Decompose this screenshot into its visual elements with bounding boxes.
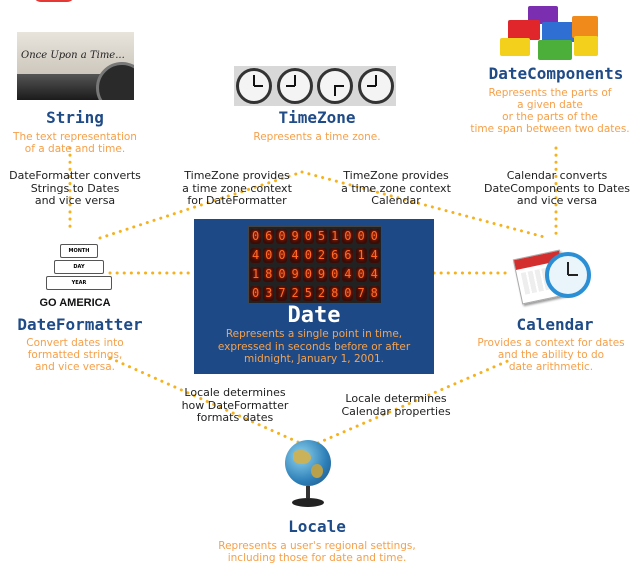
nixie-digit: 4 (368, 267, 380, 282)
tier-day: DAY (54, 260, 104, 274)
nixie-digit: 4 (368, 248, 380, 263)
nixie-digit: 1 (355, 248, 367, 263)
locale-title: Locale (288, 517, 346, 536)
relation-formatter-string: DateFormatter converts Strings to Dates … (9, 169, 141, 207)
nixie-digit: 2 (289, 286, 301, 301)
nixie-digit: 1 (250, 267, 262, 282)
nixie-digit: 5 (302, 286, 314, 301)
datecomponents-title: DateComponents (488, 64, 624, 83)
nixie-digit: 4 (289, 248, 301, 263)
connector-formatter-locale (108, 356, 302, 445)
connector-timezone-calendar (300, 170, 550, 240)
date-description: Represents a single point in time, expre… (217, 328, 411, 365)
nixie-digit: 0 (263, 248, 275, 263)
nixie-digit: 0 (276, 267, 288, 282)
nixie-digit: 9 (289, 267, 301, 282)
nixie-digit: 8 (263, 267, 275, 282)
nixie-digit: 0 (276, 248, 288, 263)
nixie-digit: 0 (368, 229, 380, 244)
nixie-digit: 1 (329, 229, 341, 244)
relation-timezone-formatter: TimeZone provides a time zone context fo… (182, 169, 292, 207)
nixie-digit: 8 (368, 286, 380, 301)
nixie-digit: 7 (276, 286, 288, 301)
timezone-title: TimeZone (278, 108, 356, 127)
nixie-digit: 9 (289, 229, 301, 244)
clock-icon (276, 68, 313, 104)
tier-year: YEAR (46, 276, 112, 290)
relation-calendar-components: Calendar converts DateComponents to Date… (484, 169, 630, 207)
nixie-digit: 0 (329, 267, 341, 282)
calendar-title: Calendar (516, 315, 594, 334)
locale-description: Represents a user's regional settings, i… (218, 540, 416, 564)
nixie-digit: 4 (342, 267, 354, 282)
nixie-digit: 0 (250, 286, 262, 301)
nixie-digit: 0 (342, 286, 354, 301)
nixie-digit: 6 (263, 229, 275, 244)
datecomponents-description: Represents the parts of a given date or … (470, 87, 630, 135)
nixie-digit: 0 (342, 229, 354, 244)
relation-locale-formatter: Locale determines how DateFormatter form… (181, 386, 289, 424)
relation-locale-calendar: Locale determines Calendar properties (341, 392, 451, 418)
nixie-digit: 6 (329, 248, 341, 263)
string-description: The text representation of a date and ti… (13, 131, 137, 155)
go-america-logo: GO AMERICA (39, 297, 111, 309)
clock-icon (357, 68, 394, 104)
string-title: String (46, 108, 104, 127)
nixie-digit: 0 (355, 229, 367, 244)
nixie-digit: 8 (329, 286, 341, 301)
dateformatter-description: Convert dates into formatted strings, an… (26, 337, 124, 373)
nixie-digit: 9 (316, 267, 328, 282)
clock-icon (317, 68, 354, 104)
nixie-digit: 0 (250, 229, 262, 244)
nixie-digit: 0 (276, 229, 288, 244)
globe-icon (282, 440, 336, 512)
calendar-clock-icon (512, 248, 591, 305)
timezone-description: Represents a time zone. (253, 131, 381, 143)
calendar-description: Provides a context for dates and the abi… (477, 337, 625, 373)
date-format-pyramid-icon: MONTH DAY YEAR (44, 244, 114, 290)
relation-timezone-calendar: TimeZone provides a time zone context Ca… (341, 169, 451, 207)
connector-timezone-formatter (98, 170, 304, 240)
tier-month: MONTH (60, 244, 98, 258)
typewriter-image: Once Upon a Time... (17, 32, 134, 100)
dateformatter-title: DateFormatter (17, 315, 143, 334)
date-title: Date (287, 303, 341, 328)
nixie-digit: 5 (316, 229, 328, 244)
nixie-digit: 6 (342, 248, 354, 263)
clocks-image (234, 66, 396, 106)
nixie-digit: 0 (302, 267, 314, 282)
nixie-digit: 0 (355, 267, 367, 282)
clock-icon (236, 68, 273, 104)
clock-icon (545, 252, 591, 298)
lego-bricks-image (498, 6, 602, 60)
app-icon (33, 0, 75, 2)
nixie-digit: 2 (316, 286, 328, 301)
nixie-digit: 7 (355, 286, 367, 301)
nixie-digit: 4 (250, 248, 262, 263)
nixie-digit: 0 (302, 229, 314, 244)
nixie-digit: 3 (263, 286, 275, 301)
nixie-digit: 2 (316, 248, 328, 263)
nixie-digit: 0 (302, 248, 314, 263)
typewriter-caption: Once Upon a Time... (21, 50, 125, 61)
connector-locale-calendar (316, 358, 512, 445)
